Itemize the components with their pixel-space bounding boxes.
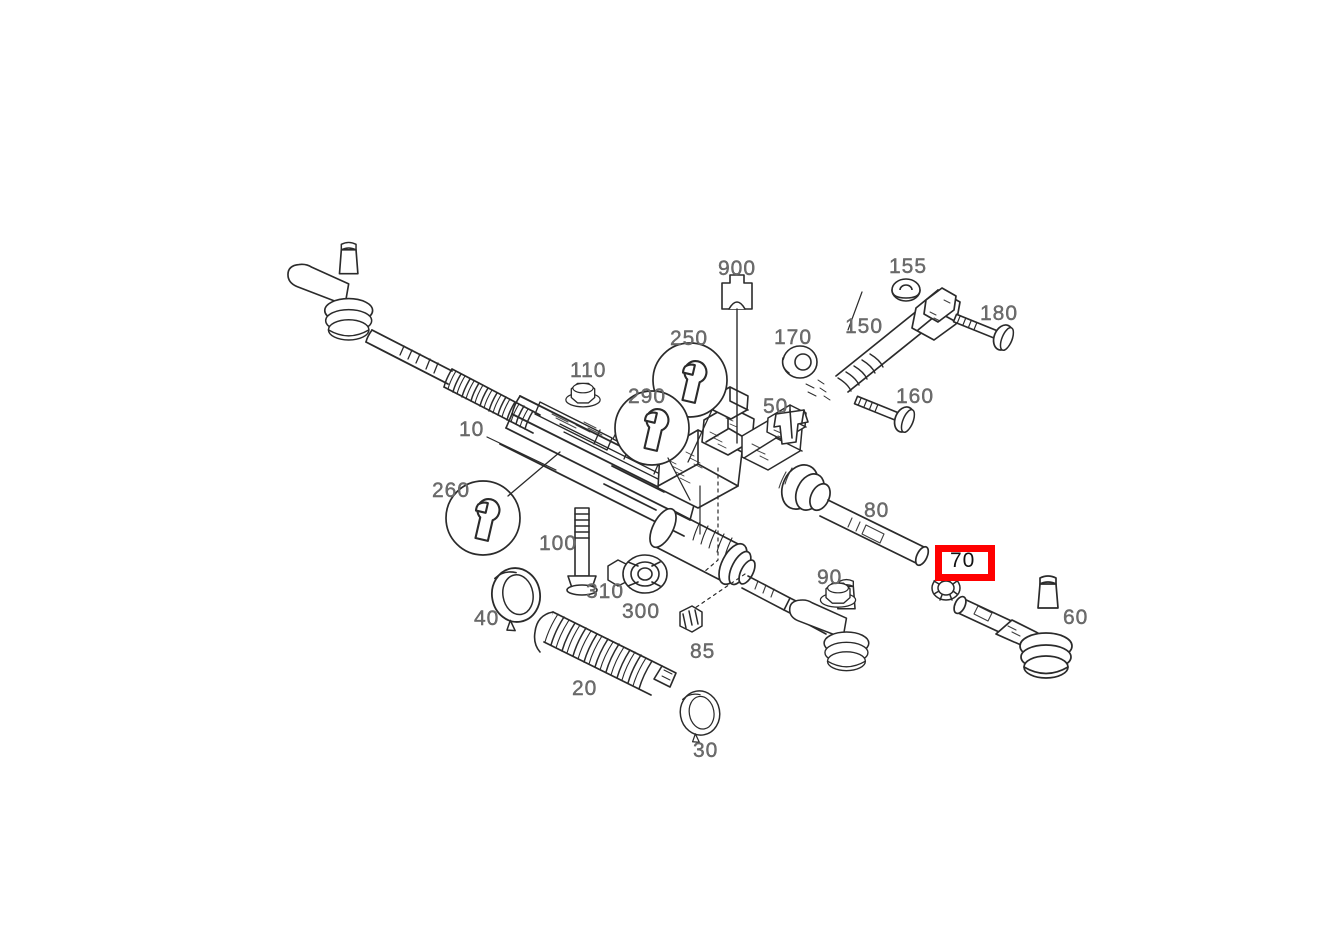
part-label-70: 70 bbox=[950, 549, 976, 572]
part-label-250: 250 bbox=[670, 327, 709, 350]
part-label-150: 150 bbox=[845, 315, 884, 338]
part-label-85: 85 bbox=[690, 640, 716, 663]
part-label-160: 160 bbox=[896, 385, 935, 408]
part-label-80: 80 bbox=[864, 499, 890, 522]
part-label-170: 170 bbox=[774, 326, 813, 349]
part-label-10: 10 bbox=[459, 418, 485, 441]
part-label-310: 310 bbox=[586, 580, 625, 603]
part-label-300: 300 bbox=[622, 600, 661, 623]
part-label-260: 260 bbox=[432, 479, 471, 502]
part-label-100: 100 bbox=[539, 532, 578, 555]
highlight-box bbox=[935, 545, 995, 581]
part-label-155: 155 bbox=[889, 255, 928, 278]
part-label-20: 20 bbox=[572, 677, 598, 700]
part-label-90: 90 bbox=[817, 566, 843, 589]
part-label-50: 50 bbox=[763, 395, 789, 418]
part-label-180: 180 bbox=[980, 302, 1019, 325]
part-label-900: 900 bbox=[718, 257, 757, 280]
part-label-30: 30 bbox=[693, 739, 719, 762]
part-label-290: 290 bbox=[628, 385, 667, 408]
part-label-60: 60 bbox=[1063, 606, 1089, 629]
part-label-40: 40 bbox=[474, 607, 500, 630]
part-label-110: 110 bbox=[570, 359, 607, 382]
